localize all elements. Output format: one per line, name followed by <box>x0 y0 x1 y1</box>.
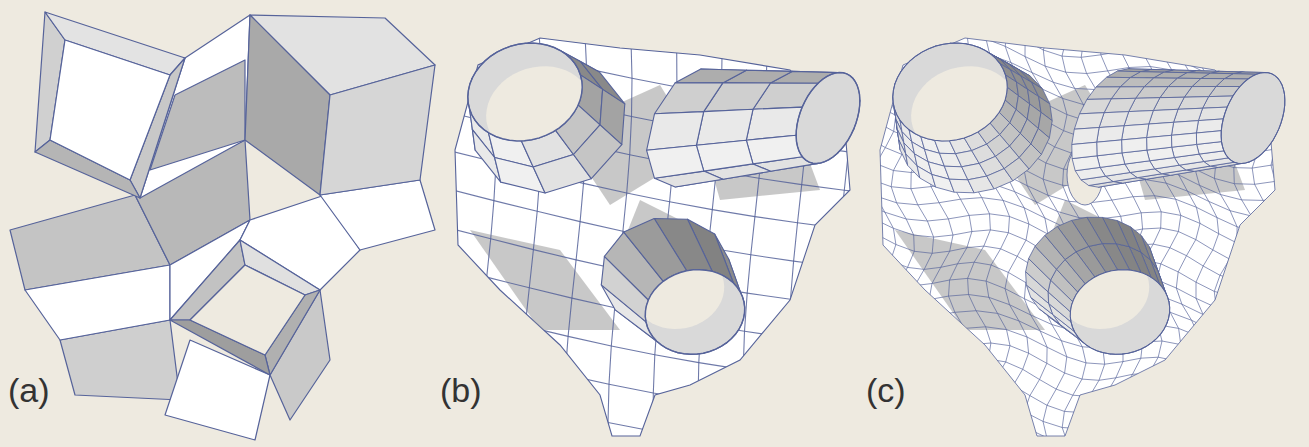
shadow <box>895 230 1045 330</box>
tube-wall <box>696 140 753 171</box>
tube-wall <box>624 219 687 282</box>
tube-inner-wall <box>1221 73 1285 164</box>
tube-wall <box>1087 87 1120 100</box>
tube-rim <box>1070 270 1169 355</box>
tube-rim <box>893 43 1007 141</box>
tube-opening <box>722 82 781 166</box>
grid-line <box>870 380 1309 447</box>
tube-wall <box>1097 140 1122 156</box>
surface-grid <box>853 0 1309 447</box>
tube-rim <box>645 270 744 355</box>
grid-line <box>854 428 1309 447</box>
tube-inner-wall <box>796 73 860 164</box>
tube-rim <box>796 73 860 164</box>
grid-line <box>860 396 1309 447</box>
tube-wall <box>746 135 802 164</box>
panel-label: (c) <box>866 372 906 409</box>
tube-wall <box>1096 77 1130 87</box>
grid-line <box>877 364 1309 447</box>
grid-line <box>430 419 984 447</box>
tube-wall <box>655 83 723 114</box>
tube-opening <box>911 66 1016 156</box>
grid-line <box>862 445 1309 447</box>
tube-wall <box>1072 142 1097 158</box>
panel-label: (b) <box>440 372 482 409</box>
tube-wall <box>1172 133 1197 147</box>
tube-wall <box>1147 135 1172 150</box>
shadow <box>985 85 1125 205</box>
grid-line <box>1138 2 1162 447</box>
grid-line <box>436 343 976 436</box>
tube-wall <box>1072 128 1099 145</box>
tube-wall <box>1107 71 1141 78</box>
surface <box>880 38 1275 436</box>
coarse-mesh <box>10 12 435 440</box>
tube-rim <box>1221 73 1285 164</box>
shadow <box>470 230 620 330</box>
tube-wall <box>1196 131 1221 145</box>
tube-wall <box>574 125 622 179</box>
grid-line <box>875 348 1309 433</box>
panel-label: (a) <box>8 372 50 409</box>
grid-line <box>1290 33 1309 447</box>
tube-wall <box>1080 99 1112 114</box>
surface <box>455 38 850 436</box>
tube-wall <box>647 145 704 178</box>
tube-opening <box>1058 251 1149 329</box>
tube-wall <box>1004 158 1029 181</box>
tube-opening <box>1147 82 1206 166</box>
grid-line <box>863 202 1309 287</box>
tube-wall <box>675 69 746 83</box>
grid-line <box>865 0 1309 45</box>
tube-wall <box>1122 138 1147 153</box>
tube-wall <box>1045 227 1076 260</box>
grid-line <box>854 412 1309 447</box>
grid-line <box>608 2 632 447</box>
tube-wall <box>647 112 704 151</box>
tube-opening <box>633 251 724 329</box>
fine-mesh <box>853 0 1309 447</box>
tube-rim <box>468 43 582 141</box>
tube-wall <box>1074 113 1104 130</box>
